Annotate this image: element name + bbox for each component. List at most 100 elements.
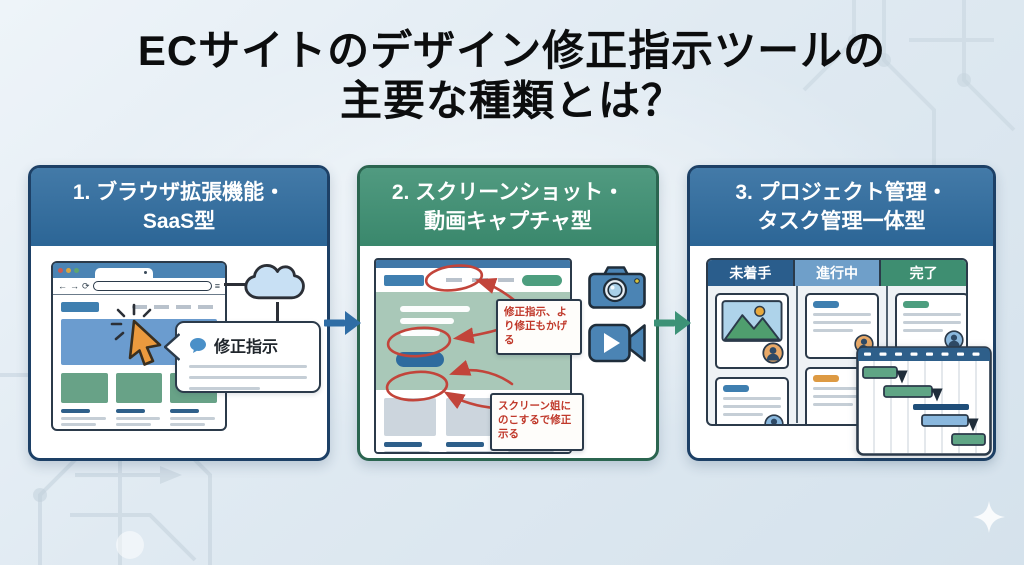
text-line <box>813 321 871 324</box>
browser-titlebar <box>53 263 225 278</box>
kanban-col-todo <box>708 286 798 424</box>
gantt-bar-green-3 <box>951 433 986 446</box>
text-line <box>813 403 853 406</box>
text-line <box>813 329 853 332</box>
mockup-logo-block <box>384 274 424 286</box>
kanban-column-done: 完了 <box>881 260 966 286</box>
text-line <box>400 330 440 336</box>
kanban-header-row: 未着手 進行中 完了 <box>708 260 966 286</box>
kanban-board: 未着手 進行中 完了 <box>706 258 968 426</box>
callout-header: 修正指示 <box>189 333 307 357</box>
kanban-card <box>895 293 966 355</box>
text-line <box>508 451 554 452</box>
text-line <box>115 417 161 420</box>
text-line <box>170 423 206 426</box>
panel1-body: ← → ⟳ ≡ <box>31 246 327 458</box>
text-line <box>400 306 470 312</box>
product-card <box>115 373 163 426</box>
annotation-note-top: 修正指示、よ り修正もかげ る <box>496 299 582 355</box>
window-maximize-dot <box>74 268 79 273</box>
menu-icon: ≡ <box>214 280 220 291</box>
panel2-title-line1: 2. スクリーンショット・ <box>391 181 625 204</box>
camera-icon <box>588 264 646 315</box>
sparkle-icon <box>973 501 1005 533</box>
panel-project-task-management: 3. プロジェクト管理・ タスク管理一体型 未着手 進行中 完了 <box>687 165 996 461</box>
product-card <box>61 373 108 426</box>
annotation-note-bottom: スクリーン姐に のこするで修正 示る <box>490 393 584 451</box>
mockup-navbar <box>376 268 570 292</box>
callout-connector-line <box>276 302 279 324</box>
kanban-column-inprogress: 進行中 <box>794 260 882 286</box>
text-line <box>723 405 781 408</box>
text-line <box>723 397 781 400</box>
gantt-bar-blue <box>921 414 969 427</box>
text-line <box>446 442 484 447</box>
text-line <box>723 413 763 416</box>
text-line <box>446 451 492 452</box>
text-line <box>61 423 96 426</box>
avatar <box>764 414 784 424</box>
text-line <box>189 365 307 368</box>
panel2-header: 2. スクリーンショット・ 動画キャプチャ型 <box>360 168 656 246</box>
video-camera-icon <box>588 322 646 369</box>
callout-tail <box>164 333 180 361</box>
panel-browser-saas: 1. ブラウザ拡張機能・ SaaS型 ← → ⟳ ≡ <box>28 165 330 461</box>
text-line <box>61 417 106 420</box>
card-tag <box>903 301 929 308</box>
text-line <box>903 321 961 324</box>
panel3-title-line1: 3. プロジェクト管理・ <box>735 181 948 204</box>
kanban-col-done <box>888 286 966 423</box>
text-line <box>384 442 422 447</box>
cloud-icon <box>243 254 307 306</box>
card-tag <box>723 385 749 392</box>
revision-note-callout: 修正指示 <box>164 321 321 393</box>
back-icon: ← <box>58 280 67 291</box>
text-line <box>400 318 454 324</box>
browser-urlbar: ← → ⟳ ≡ <box>53 278 225 295</box>
flow-arrow-2 <box>654 311 691 335</box>
gantt-bar-green-1 <box>862 366 898 379</box>
gantt-bar-navy <box>913 404 969 410</box>
panel1-header: 1. ブラウザ拡張機能・ SaaS型 <box>31 168 327 246</box>
browser-tab <box>95 268 153 278</box>
text-line <box>384 451 430 452</box>
image-placeholder-icon <box>721 300 783 342</box>
text-line <box>813 313 871 316</box>
text-line <box>189 387 260 390</box>
avatar <box>762 342 784 364</box>
panel3-title-line2: タスク管理一体型 <box>757 210 926 234</box>
window-close-dot <box>58 268 63 273</box>
text-line <box>903 329 943 332</box>
text-line <box>115 409 145 413</box>
flow-arrow-1 <box>324 311 361 335</box>
click-cursor-icon <box>107 302 169 373</box>
address-bar <box>92 281 212 291</box>
card-tag <box>813 375 839 382</box>
callout-label: 修正指示 <box>214 339 279 356</box>
panel1-title-line2: SaaS型 <box>142 210 216 234</box>
kanban-column-todo: 未着手 <box>708 260 795 286</box>
forward-icon: → <box>70 280 79 291</box>
kanban-card <box>715 293 789 369</box>
nav-links-placeholder <box>132 305 217 309</box>
text-line <box>813 395 871 398</box>
speech-bubble-icon <box>190 338 206 353</box>
cloud-connector-line <box>224 283 246 286</box>
kanban-card <box>715 377 789 424</box>
text-line <box>170 409 200 413</box>
page-title-line1: ECサイトのデザイン修正指示ツールの <box>137 27 887 74</box>
tab-favicon-dot <box>144 271 147 274</box>
panel1-title-line1: 1. ブラウザ拡張機能・ <box>72 181 286 204</box>
gantt-connector <box>967 418 979 432</box>
mockup-card <box>384 398 436 452</box>
page-title: ECサイトのデザイン修正指示ツールの 主要な種類とは？ <box>0 26 1024 126</box>
page-title-line2: 主要な種類とは？ <box>339 77 684 124</box>
gantt-connector <box>931 388 943 402</box>
panel2-body: 修正指示、よ り修正もかげ る スクリーン姐に のこするで修正 示る <box>360 246 656 458</box>
text-line <box>61 409 90 413</box>
mockup-cta-pill <box>522 274 562 286</box>
gantt-connector <box>896 370 908 384</box>
panel3-body: 未着手 進行中 完了 <box>690 246 993 458</box>
panel2-title-line2: 動画キャプチャ型 <box>424 210 592 234</box>
